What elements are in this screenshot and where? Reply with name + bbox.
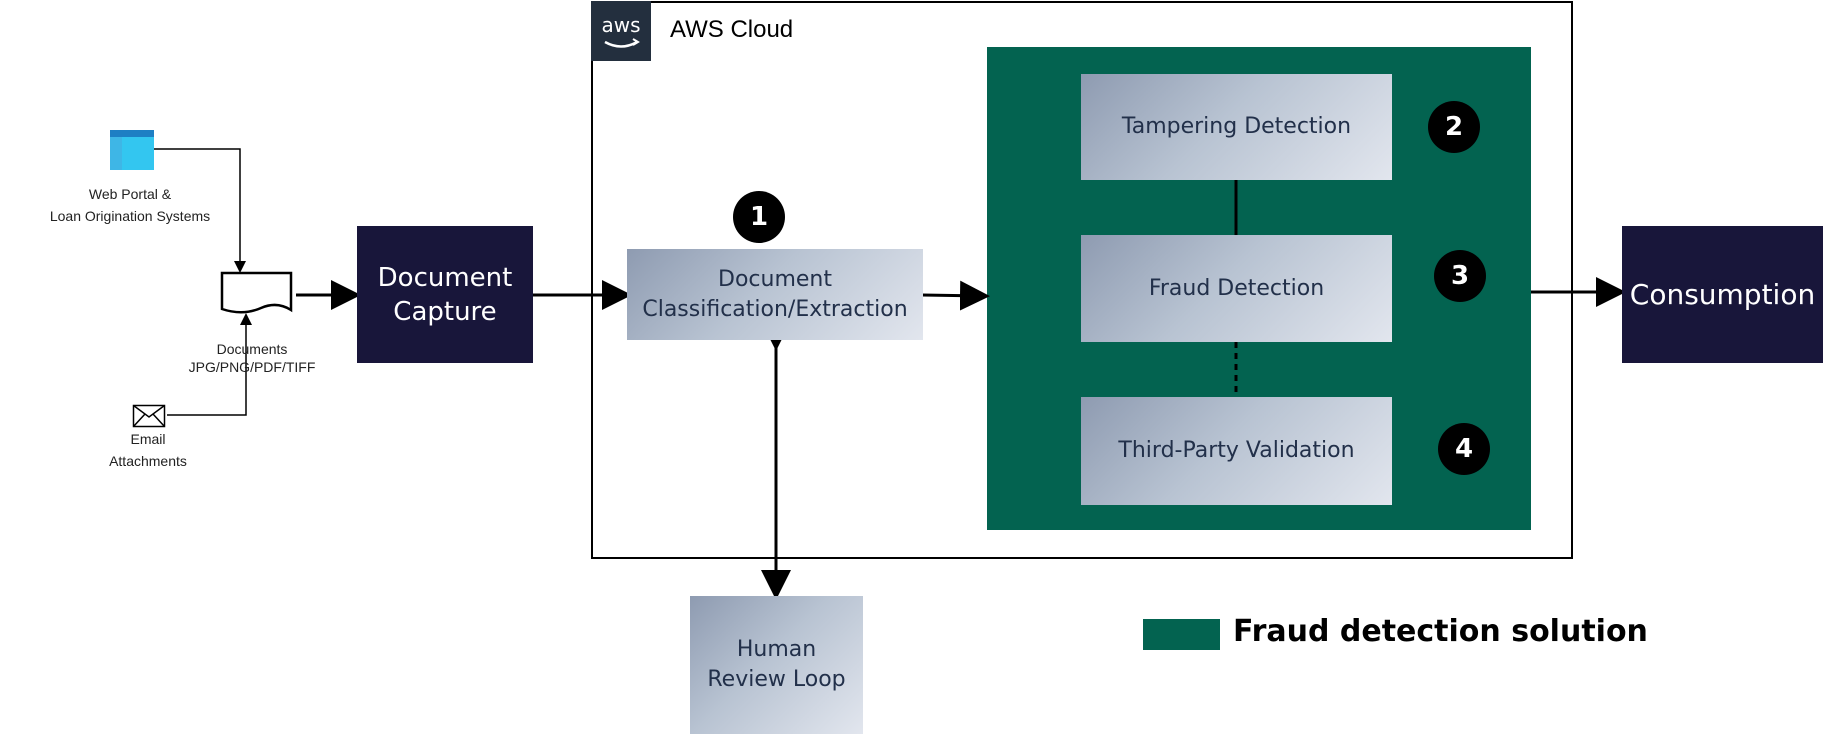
legend-swatch: [1143, 619, 1220, 650]
step-2-badge: 2: [1428, 101, 1480, 153]
web-portal-icon: [110, 130, 154, 170]
email-label: Email Attachments: [88, 428, 208, 472]
human-review-line1: Human: [736, 637, 817, 662]
email-label-line1: Email: [130, 431, 166, 447]
documents-label: Documents JPG/PNG/PDF/TIFF: [172, 340, 332, 376]
document-icon: [220, 271, 293, 314]
aws-logo-text: aws: [601, 13, 641, 37]
email-label-line2: Attachments: [109, 453, 187, 469]
aws-smile-icon: [604, 38, 640, 48]
document-capture-line2: Capture: [393, 296, 497, 327]
human-review-box: Human Review Loop: [690, 596, 863, 734]
web-portal-label-line2: Loan Origination Systems: [49, 208, 211, 224]
web-portal-connector: [153, 148, 246, 273]
documents-label-line2: JPG/PNG/PDF/TIFF: [188, 359, 316, 375]
step-4-badge: 4: [1438, 423, 1490, 475]
classification-line1: Document: [718, 266, 832, 292]
web-portal-label-line1: Web Portal &: [88, 186, 172, 202]
aws-cloud-container: [591, 1, 1573, 559]
web-portal-label: Web Portal & Loan Origination Systems: [30, 183, 230, 227]
tampering-detection-box: Tampering Detection: [1081, 74, 1392, 180]
email-connector: [167, 313, 252, 416]
third-party-validation-box: Third-Party Validation: [1081, 397, 1392, 505]
human-review-line2: Review Loop: [707, 667, 846, 692]
document-capture-box: Document Capture: [357, 226, 533, 363]
email-icon: [132, 404, 166, 428]
classification-line2: Classification/Extraction: [642, 296, 908, 322]
documents-label-line1: Documents: [216, 341, 288, 357]
step-1-badge: 1: [733, 191, 785, 243]
classification-to-fraud-arrow: [921, 280, 990, 311]
consumption-box: Consumption: [1622, 226, 1823, 363]
aws-logo-icon: aws: [591, 1, 651, 61]
classification-box: Document Classification/Extraction: [627, 249, 923, 340]
document-capture-line1: Document: [377, 262, 513, 293]
step-3-badge: 3: [1434, 250, 1486, 302]
fraud-detection-box: Fraud Detection: [1081, 235, 1392, 342]
legend-label: Fraud detection solution: [1233, 614, 1648, 649]
aws-cloud-title: AWS Cloud: [670, 16, 794, 43]
